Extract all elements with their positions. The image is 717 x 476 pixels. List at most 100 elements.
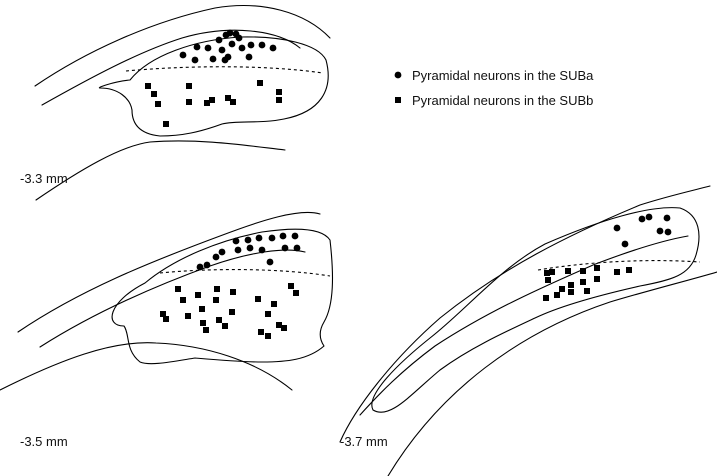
subb-neuron-marker xyxy=(209,97,215,103)
subb-neuron-marker xyxy=(626,267,632,273)
subb-neuron-marker xyxy=(216,317,222,323)
subb-neuron-marker xyxy=(545,277,551,283)
subb-neuron-marker xyxy=(293,290,299,296)
suba-neuron-marker xyxy=(245,237,252,244)
suba-neuron-marker xyxy=(236,35,243,42)
suba-neuron-marker xyxy=(256,235,263,242)
suba-neuron-marker xyxy=(282,245,289,252)
subb-neuron-marker xyxy=(203,327,209,333)
suba-neuron-marker xyxy=(194,44,201,51)
subb-neuron-marker xyxy=(255,296,261,302)
subb-neuron-marker xyxy=(195,292,201,298)
subb-neuron-marker xyxy=(163,316,169,322)
section-3-3mm: -3.3 mm xyxy=(20,6,330,200)
suba-neuron-marker xyxy=(233,238,240,245)
section-3-5mm: -3.5 mm xyxy=(0,212,332,449)
subb-neuron-marker xyxy=(175,286,181,292)
subb-neuron-marker xyxy=(151,91,157,97)
suba-neuron-marker xyxy=(259,42,266,49)
suba-neuron-marker xyxy=(227,30,234,37)
suba-neuron-marker xyxy=(229,41,236,48)
subb-neuron-marker xyxy=(186,99,192,105)
suba-neuron-marker xyxy=(259,247,266,254)
subb-neuron-marker xyxy=(549,269,555,275)
filled-square-marker-icon xyxy=(395,97,401,103)
subb-neuron-marker xyxy=(222,323,228,329)
subb-neuron-marker xyxy=(559,286,565,292)
subb-neuron-marker xyxy=(155,101,161,107)
legend-label-suba: Pyramidal neurons in the SUBa xyxy=(412,68,594,83)
suba-neuron-marker xyxy=(197,264,204,271)
subb-neuron-marker xyxy=(199,306,205,312)
lower-contour xyxy=(388,272,717,476)
suba-neuron-marker xyxy=(210,56,217,63)
suba-neuron-marker xyxy=(269,235,276,242)
subb-neuron-marker xyxy=(185,313,191,319)
subb-neuron-marker xyxy=(276,97,282,103)
subb-neuron-marker xyxy=(186,83,192,89)
suba-neuron-marker xyxy=(235,247,242,254)
subb-neuron-marker xyxy=(288,283,294,289)
filled-circle-marker-icon xyxy=(395,72,402,79)
suba-neuron-marker xyxy=(267,259,274,266)
subb-neuron-marker xyxy=(568,282,574,288)
subb-neuron-marker xyxy=(214,286,220,292)
subiculum-region xyxy=(99,37,328,136)
legend-label-subb: Pyramidal neurons in the SUBb xyxy=(412,93,593,108)
subb-neuron-marker xyxy=(265,311,271,317)
suba-neuron-marker xyxy=(247,245,254,252)
subb-neuron-marker xyxy=(230,99,236,105)
subb-neuron-marker xyxy=(276,89,282,95)
subb-neuron-marker xyxy=(230,289,236,295)
suba-subb-boundary xyxy=(126,67,323,73)
subb-neuron-marker xyxy=(584,288,590,294)
suba-neuron-marker xyxy=(280,233,287,240)
suba-neuron-marker xyxy=(248,42,255,49)
section-label: -3.7 mm xyxy=(340,434,388,449)
suba-neuron-marker xyxy=(216,37,223,44)
suba-neuron-marker xyxy=(646,214,653,221)
subb-neuron-marker xyxy=(145,83,151,89)
subb-neuron-group xyxy=(160,283,299,339)
section-label: -3.3 mm xyxy=(20,171,68,186)
suba-neuron-marker xyxy=(639,216,646,223)
legend: Pyramidal neurons in the SUBa Pyramidal … xyxy=(395,68,595,108)
subb-neuron-marker xyxy=(213,297,219,303)
suba-subb-boundary xyxy=(538,261,700,270)
suba-neuron-marker xyxy=(657,228,664,235)
legend-item-subb: Pyramidal neurons in the SUBb xyxy=(395,93,593,108)
subb-neuron-marker xyxy=(229,309,235,315)
suba-neuron-marker xyxy=(246,54,253,61)
subb-neuron-marker xyxy=(200,320,206,326)
inner-contour xyxy=(360,236,688,415)
subb-neuron-marker xyxy=(281,325,287,331)
subb-neuron-marker xyxy=(271,301,277,307)
subb-neuron-marker xyxy=(543,295,549,301)
suba-neuron-marker xyxy=(239,45,246,52)
subb-neuron-marker xyxy=(580,268,586,274)
suba-neuron-marker xyxy=(614,225,621,232)
suba-neuron-marker xyxy=(622,241,629,248)
subb-neuron-group xyxy=(543,265,632,301)
suba-neuron-marker xyxy=(222,57,229,64)
suba-neuron-marker xyxy=(219,249,226,256)
outer-contour xyxy=(35,6,330,86)
suba-neuron-marker xyxy=(664,215,671,222)
subb-neuron-marker xyxy=(554,292,560,298)
subb-neuron-marker xyxy=(180,297,186,303)
section-3-7mm: -3.7 mm xyxy=(340,186,717,476)
suba-neuron-marker xyxy=(665,229,672,236)
suba-neuron-group xyxy=(614,214,672,248)
subb-neuron-group xyxy=(145,80,282,127)
suba-neuron-marker xyxy=(292,233,299,240)
subb-neuron-marker xyxy=(257,80,263,86)
lower-contour xyxy=(36,141,285,200)
lower-contour xyxy=(0,343,292,390)
subb-neuron-marker xyxy=(580,279,586,285)
subb-neuron-marker xyxy=(265,333,271,339)
subiculum-region xyxy=(372,208,699,413)
suba-neuron-marker xyxy=(180,52,187,59)
subb-neuron-marker xyxy=(594,265,600,271)
subb-neuron-marker xyxy=(614,269,620,275)
